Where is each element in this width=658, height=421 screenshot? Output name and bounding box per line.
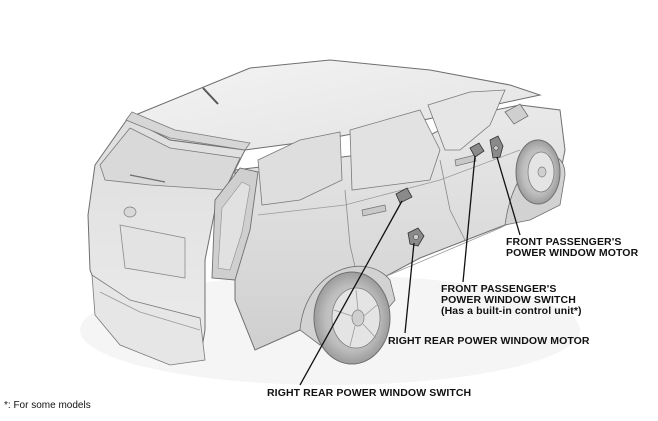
leader-right-rear-switch (299, 200, 403, 386)
label-front-switch-line3: (Has a built-in control unit*) (441, 305, 582, 317)
rear-quarter-window (257, 131, 343, 206)
front-passenger-power-window-switch-part (469, 142, 485, 158)
label-front-motor-line1: FRONT PASSENGER'S (506, 236, 622, 248)
front-hub (537, 166, 547, 178)
label-right-rear-window-motor: RIGHT REAR POWER WINDOW MOTOR (388, 336, 590, 347)
leader-lines (299, 155, 521, 386)
label-front-motor-line2: POWER WINDOW MOTOR (506, 247, 639, 259)
front-door-window (427, 89, 506, 151)
rear-bumper (91, 274, 206, 366)
bumper-crease (99, 291, 201, 331)
label-right-rear-window-switch: RIGHT REAR POWER WINDOW SWITCH (267, 388, 471, 399)
door-seam-front (439, 159, 466, 241)
license-plate-recess (119, 224, 186, 279)
label-rear-switch-text: RIGHT REAR POWER WINDOW SWITCH (267, 387, 472, 399)
rear-emblem (123, 206, 137, 218)
rear-window (99, 127, 241, 191)
label-front-switch-line2: POWER WINDOW SWITCH (441, 294, 576, 306)
front-door-handle (454, 154, 477, 167)
rear-door-window (349, 109, 441, 191)
side-mirror (504, 103, 529, 125)
label-front-passenger-window-motor: FRONT PASSENGER'S POWER WINDOW MOTOR (506, 237, 638, 259)
rear-wiper (129, 174, 166, 183)
tail-light-inner (217, 181, 251, 271)
leader-right-rear-motor (404, 242, 415, 334)
rear-spoiler (125, 111, 251, 151)
leader-front-motor (496, 156, 521, 236)
rear-rim-spokes (333, 289, 379, 347)
footnote: *: For some models (4, 400, 91, 411)
body-character-line (257, 149, 521, 216)
right-rear-power-window-switch-part (395, 187, 413, 204)
right-rear-power-window-motor-part (407, 227, 425, 247)
leader-front-switch (462, 155, 476, 283)
rear-hub (351, 309, 365, 327)
rear-door-handle (361, 204, 387, 217)
front-passenger-power-window-motor-part (489, 135, 504, 159)
roof-antenna (202, 87, 219, 105)
label-front-passenger-window-switch: FRONT PASSENGER'S POWER WINDOW SWITCH (H… (441, 284, 582, 317)
label-front-switch-line1: FRONT PASSENGER'S (441, 283, 557, 295)
label-rear-motor-text: RIGHT REAR POWER WINDOW MOTOR (388, 335, 590, 347)
